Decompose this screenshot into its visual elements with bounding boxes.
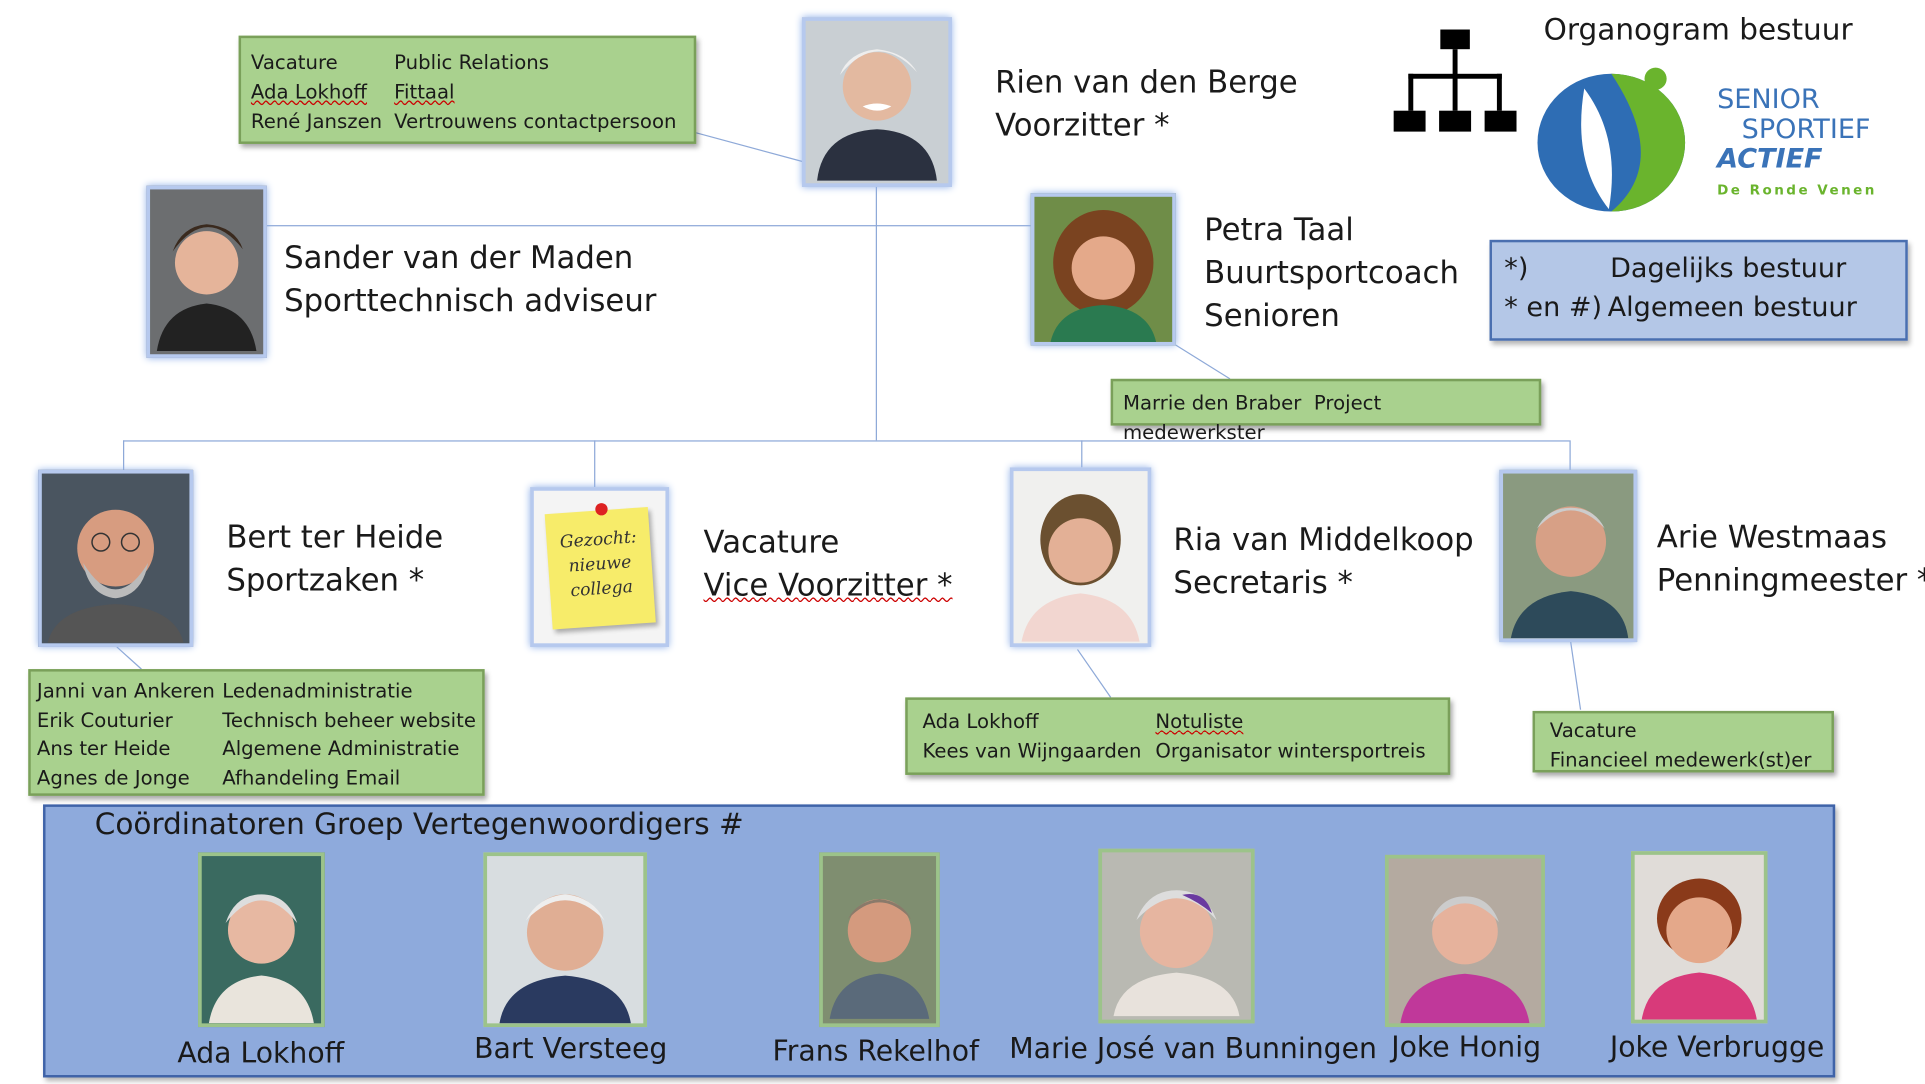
connector-line	[123, 440, 125, 470]
coordinator-photo	[819, 852, 940, 1028]
chair-name: Rien van den Berge	[995, 63, 1298, 100]
team-row: Janni van Ankeren Ledenadministratie	[37, 677, 483, 706]
board-member-label: Bert ter Heide Sportzaken *	[226, 515, 443, 601]
coach-label: Petra Taal Buurtsportcoach Senioren	[1204, 208, 1459, 337]
board-member-role: Penningmeester *	[1656, 562, 1925, 598]
board-member-role: Sportzaken *	[226, 562, 425, 598]
coordinators-title: Coördinatoren Groep Vertegenwoordigers #	[94, 806, 744, 842]
coordinator-name: Marie José van Bunningen	[1009, 1033, 1377, 1066]
board-member-label: Arie Westmaas Penningmeester *	[1657, 515, 1925, 601]
member-role: Public Relations	[394, 50, 550, 74]
logo-text: SENIOR SPORTIEF ACTIEF	[1717, 84, 1871, 175]
advisor-role: Sporttechnisch adviseur	[284, 282, 657, 319]
coordinator-name: Ada Lokhoff	[177, 1038, 345, 1071]
legend-item: *)Dagelijks bestuur	[1504, 253, 1847, 285]
member-role: Ledenadministratie	[222, 678, 413, 703]
member-name: Marrie den Braber	[1122, 391, 1302, 415]
page-title: Organogram bestuur	[1543, 12, 1853, 47]
board-member-name: Bert ter Heide	[226, 519, 444, 555]
coordinator-photo	[1630, 851, 1768, 1024]
coach-photo	[1030, 193, 1176, 346]
org-chart-icon	[1393, 29, 1517, 132]
connector-line	[1569, 440, 1571, 470]
coordinator-photo	[1098, 848, 1255, 1024]
chair-role: Voorzitter *	[995, 107, 1170, 143]
pin-icon	[595, 503, 608, 516]
board-member-name: Arie Westmaas	[1656, 519, 1887, 555]
board-member-label: Vacature Vice Voorzitter *	[704, 520, 953, 606]
member-name: Kees van Wijngaarden	[922, 738, 1142, 762]
team-row: Ada Lokhoff Fittaal	[251, 77, 684, 107]
coordinator-name: Frans Rekelhof	[772, 1035, 980, 1068]
advisor-name: Sander van der Maden	[284, 239, 634, 276]
member-role: Organisator wintersportreis	[1155, 738, 1426, 762]
coach-team-box: Marrie den Braber Project medewerkster	[1110, 378, 1542, 443]
team-row: Ans ter Heide Algemene Administratie	[37, 734, 483, 763]
member-name: Janni van Ankeren	[36, 678, 215, 703]
coordinator-name: Bart Versteeg	[474, 1033, 668, 1066]
member-name: Vacature	[1549, 718, 1637, 742]
chair-team-box: Vacature Public Relations Ada Lokhoff Fitt…	[238, 35, 697, 144]
connector-line	[266, 225, 1031, 227]
ria-team-box: Ada Lokhoff Notuliste Kees van Wijngaarde…	[905, 697, 1451, 775]
coach-role-2: Senioren	[1204, 297, 1340, 334]
member-name: Ada Lokhoff	[250, 79, 367, 104]
member-name: Ans ter Heide	[36, 736, 171, 761]
advisor-label: Sander van der Maden Sporttechnisch advi…	[284, 236, 656, 322]
board-member-name: Vacature	[703, 523, 840, 560]
team-row: Erik Couturier Technisch beheer website	[37, 705, 483, 734]
chair-photo	[801, 17, 953, 187]
team-row: Kees van Wijngaarden Organisator wintersp…	[923, 736, 1433, 765]
coordinator-photo	[198, 852, 325, 1028]
member-role: Afhandeling Email	[222, 765, 401, 790]
team-row: Vacature Public Relations	[251, 48, 684, 78]
team-row: Agnes de Jonge Afhandeling Email	[37, 763, 483, 792]
board-member-photo	[1499, 469, 1638, 643]
team-row: Ada Lokhoff Notuliste	[923, 707, 1433, 736]
legend-box: *)Dagelijks bestuur * en #)Algemeen best…	[1489, 239, 1908, 341]
board-member-label: Ria van Middelkoop Secretaris *	[1173, 518, 1473, 604]
coordinator-name: Joke Verbrugge	[1609, 1031, 1825, 1064]
connector-line	[1081, 440, 1083, 468]
member-name: Erik Couturier	[36, 707, 173, 732]
member-name: Ada Lokhoff	[922, 709, 1039, 734]
coordinator-name: Joke Honig	[1391, 1031, 1542, 1064]
member-role: Notuliste	[1155, 709, 1244, 734]
legend-item: * en #)Algemeen bestuur	[1504, 292, 1857, 324]
advisor-photo	[146, 185, 267, 358]
member-role: Fittaal	[394, 79, 455, 104]
member-role: Algemene Administratie	[222, 736, 460, 761]
member-role: Project medewerkster	[1122, 391, 1382, 444]
member-name: Agnes de Jonge	[36, 765, 190, 790]
bert-team-box: Janni van Ankeren Ledenadministratie Erik…	[28, 669, 485, 796]
member-name: René Janszen	[250, 109, 383, 133]
coach-role: Buurtsportcoach	[1204, 254, 1459, 291]
senior-sportief-actief-logo: SENIOR SPORTIEF ACTIEF De Ronde Venen	[1535, 64, 1892, 214]
coordinator-photo	[1384, 854, 1545, 1028]
member-name: Vacature	[250, 50, 338, 74]
connector-line	[123, 440, 1570, 442]
board-member-role: Secretaris *	[1173, 564, 1353, 601]
connector-line	[594, 440, 596, 488]
logo-subtitle: De Ronde Venen	[1717, 182, 1877, 199]
board-member-photo	[38, 469, 194, 647]
board-member-photo	[1009, 467, 1152, 647]
team-row: René Janszen Vertrouwens contactpersoon	[251, 107, 684, 137]
member-role: Technisch beheer website	[222, 707, 476, 732]
board-member-name: Ria van Middelkoop	[1173, 521, 1474, 558]
coach-name: Petra Taal	[1204, 211, 1354, 248]
connector-line	[875, 186, 877, 441]
member-role: Financieel medewerk(st)er	[1549, 747, 1812, 771]
chair-label: Rien van den Berge Voorzitter *	[995, 60, 1298, 146]
member-role: Vertrouwens contactpersoon	[394, 109, 677, 133]
board-member-role: Vice Voorzitter *	[703, 567, 953, 603]
logo-emblem	[1537, 67, 1686, 212]
arie-team-box: Vacature Financieel medewerk(st)er	[1532, 710, 1834, 773]
coordinator-photo	[483, 852, 647, 1028]
